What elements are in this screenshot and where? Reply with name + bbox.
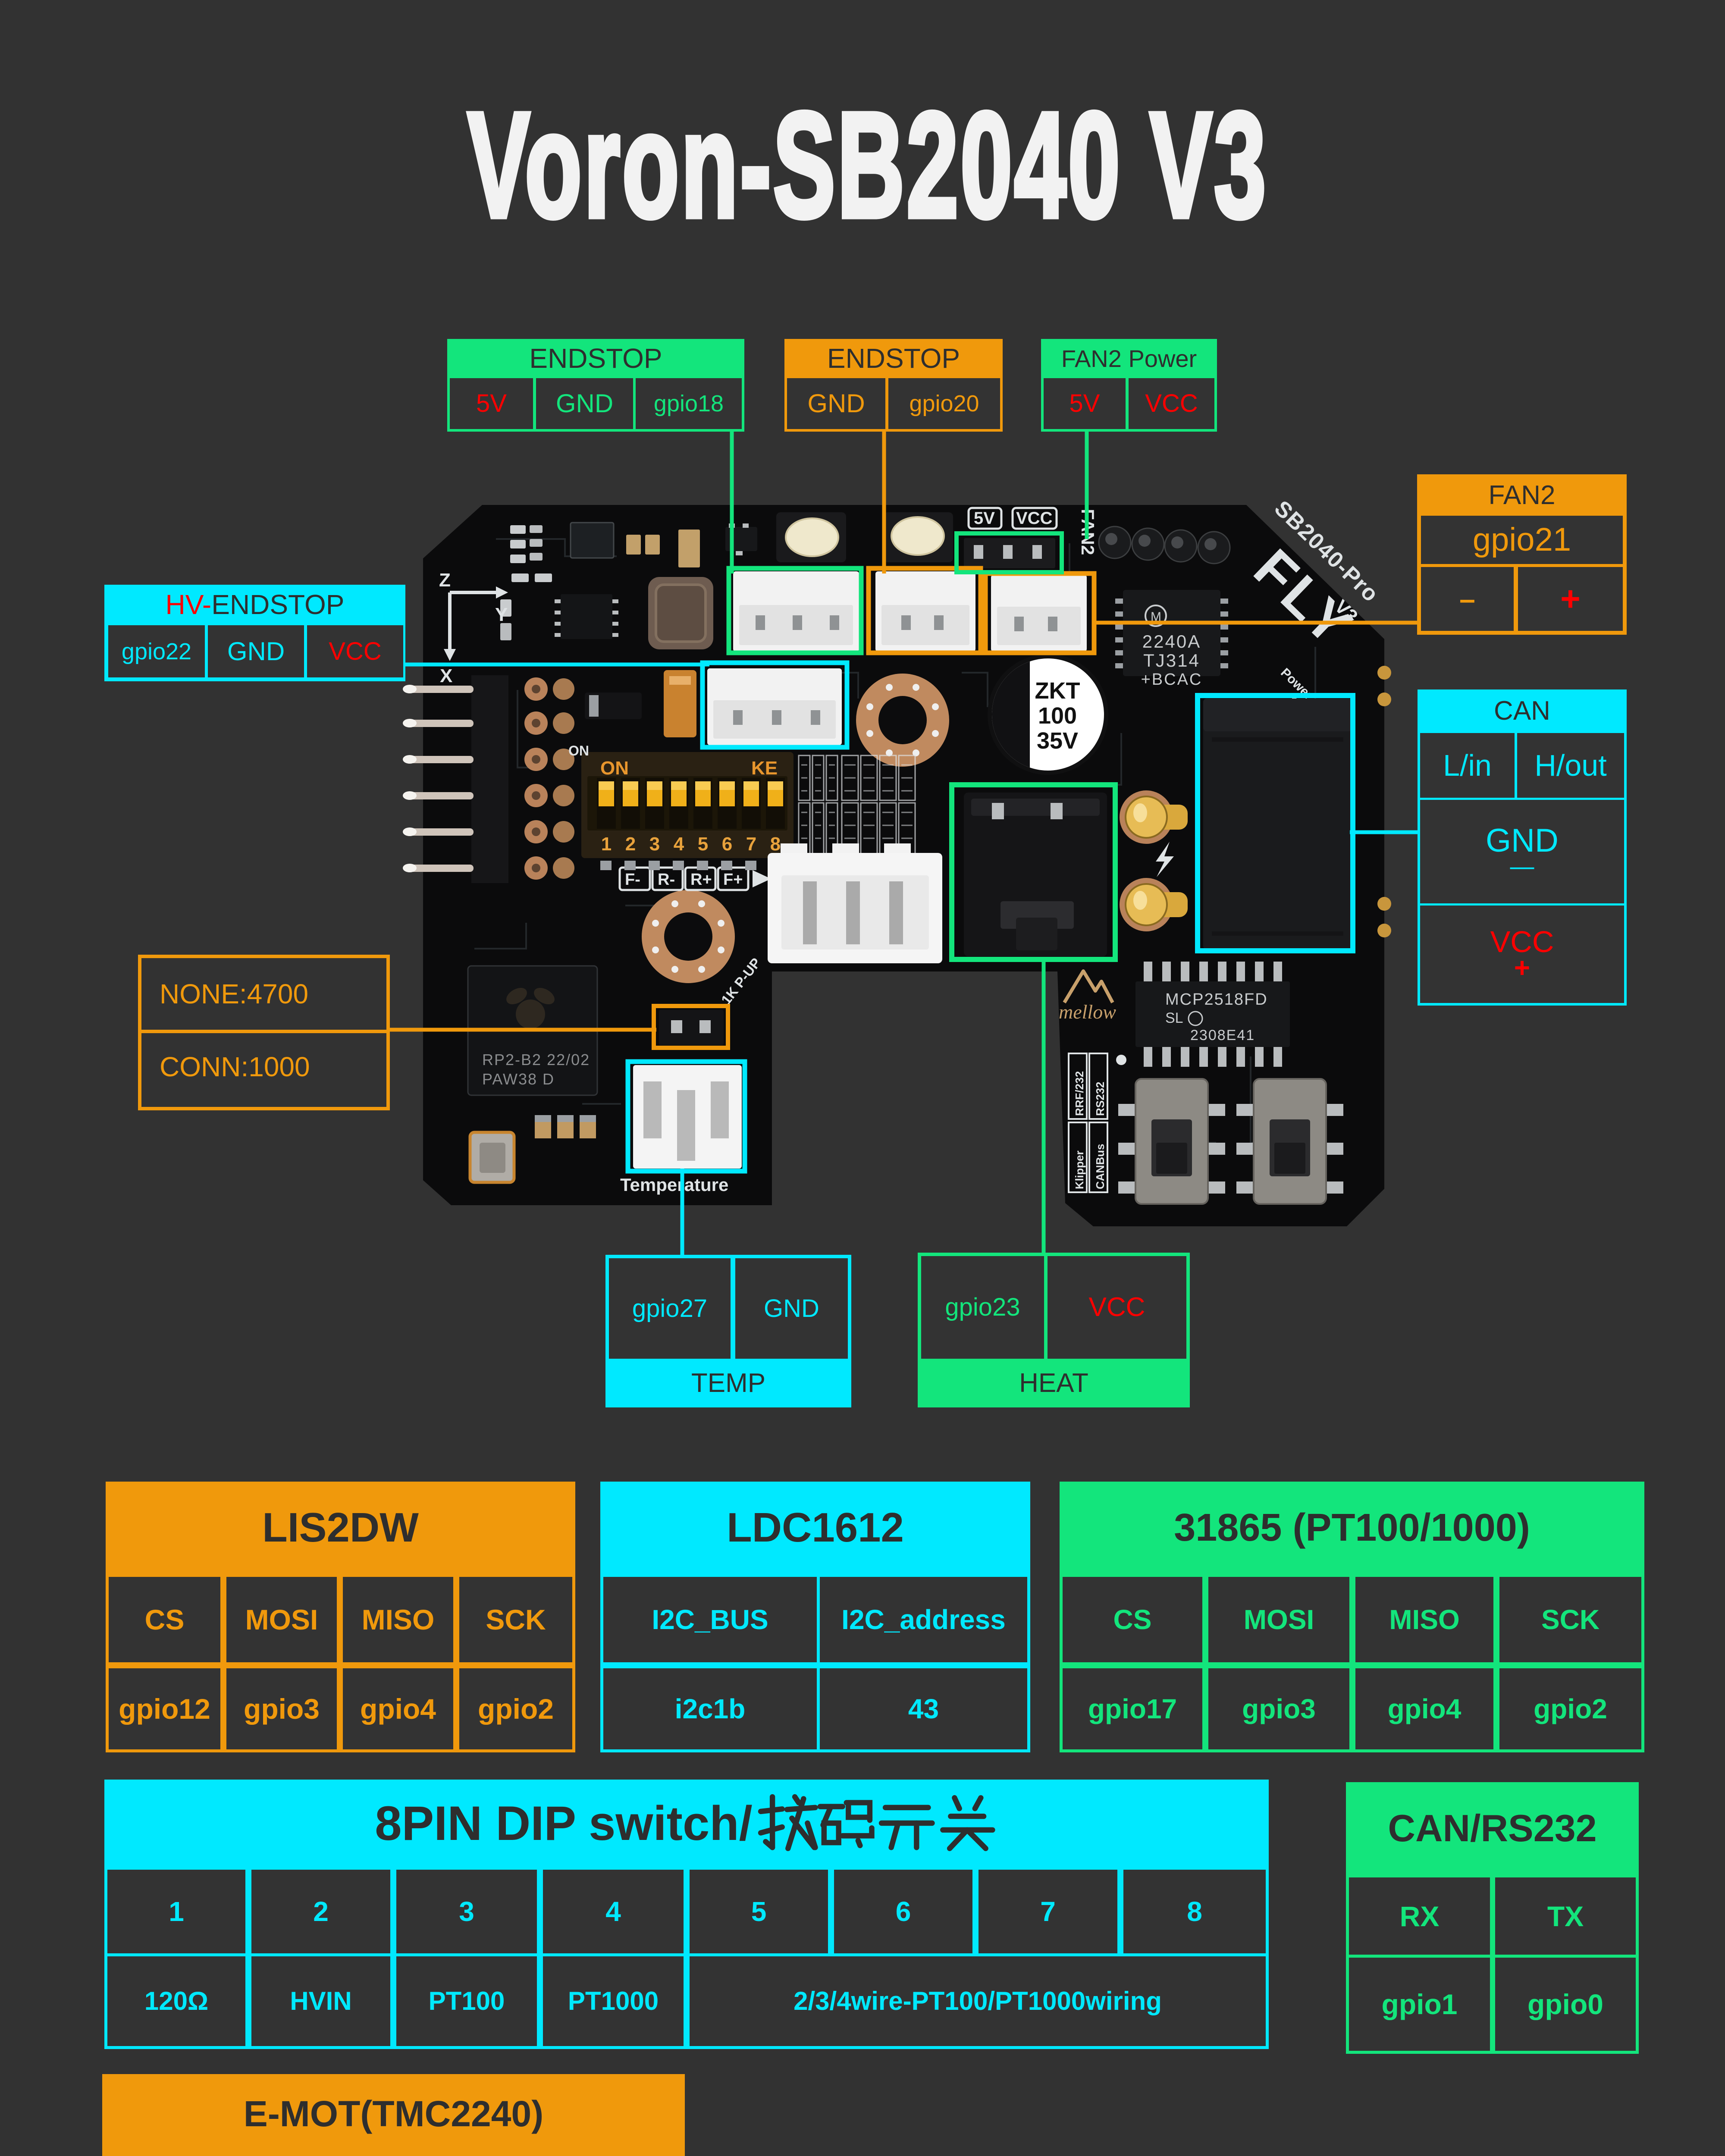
svg-text:Klipper: Klipper [1073, 1150, 1086, 1189]
svg-text:RP2-B2 22/02: RP2-B2 22/02 [482, 1051, 590, 1069]
svg-text:6: 6 [722, 834, 732, 855]
svg-text:2308E41: 2308E41 [1190, 1027, 1255, 1044]
svg-text:8: 8 [770, 834, 781, 855]
svg-text:Temperature: Temperature [620, 1175, 728, 1195]
svg-text:PAW38 D: PAW38 D [482, 1070, 555, 1088]
svg-text:35V: 35V [1037, 728, 1078, 754]
svg-text:RRF/232: RRF/232 [1073, 1071, 1086, 1116]
svg-text:SL: SL [1165, 1010, 1183, 1026]
svg-text:X: X [440, 665, 452, 686]
svg-text:R+: R+ [690, 871, 712, 889]
svg-text:mellow: mellow [1059, 1001, 1116, 1023]
svg-text:1: 1 [601, 834, 612, 855]
svg-text:F+: F+ [723, 871, 743, 889]
svg-text:ON: ON [600, 758, 629, 779]
svg-text:KE: KE [751, 758, 778, 779]
svg-text:Y: Y [495, 604, 508, 625]
svg-text:+BCAC: +BCAC [1141, 671, 1203, 689]
svg-text:ON: ON [568, 743, 589, 758]
svg-text:100: 100 [1038, 703, 1077, 729]
svg-text:5V: 5V [974, 509, 995, 528]
svg-text:MCP2518FD: MCP2518FD [1165, 990, 1268, 1009]
svg-text:2240A: 2240A [1142, 631, 1201, 652]
svg-text:7: 7 [746, 834, 756, 855]
svg-text:F-: F- [625, 871, 640, 889]
svg-text:RS232: RS232 [1094, 1082, 1107, 1116]
svg-text:R-: R- [658, 871, 675, 889]
svg-text:3: 3 [649, 834, 660, 855]
svg-text:CANBus: CANBus [1094, 1144, 1107, 1189]
svg-text:2: 2 [625, 834, 636, 855]
svg-text:VCC: VCC [1016, 509, 1052, 528]
svg-text:5: 5 [698, 834, 708, 855]
svg-text:TJ314: TJ314 [1143, 650, 1200, 671]
svg-text:ZKT: ZKT [1035, 678, 1080, 704]
svg-text:4: 4 [674, 834, 684, 855]
svg-text:Z: Z [439, 570, 451, 591]
